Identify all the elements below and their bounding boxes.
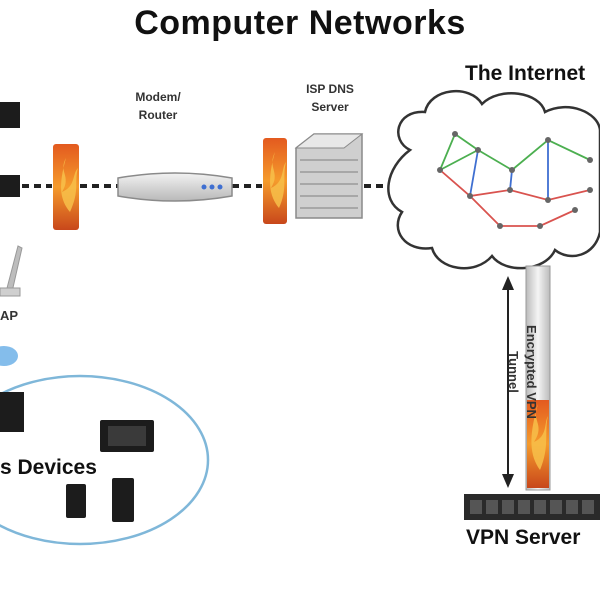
server-rack-icon [294,133,364,219]
device-icon [0,102,20,128]
flame-icon [270,152,286,208]
page-title: Computer Networks [134,4,466,42]
modem-router-label: Modem/ Router [135,90,181,122]
vpn-server-icon [464,494,600,520]
vpn-server-label: VPN Server [466,526,581,549]
access-point-label: AP [0,308,19,323]
tunnel-arrow [502,276,514,488]
firewall-icon [263,138,287,224]
flame-icon [531,404,548,470]
vpn-tunnel-pipe [525,265,551,491]
device-icon [112,478,134,522]
device-icon [0,392,24,432]
device-icon [0,175,20,197]
device-icon [66,484,86,518]
wifi-icon [0,346,18,366]
router-icon [117,172,233,202]
isp-dns-server-label: ISP DNS Server [306,82,354,114]
antenna-icon [0,245,23,297]
devices-label: s Devices [0,456,97,479]
flame-icon [61,158,78,212]
firewall-icon [53,144,79,230]
internet-label: The Internet [465,62,586,85]
cloud-icon [387,90,600,270]
vpn-tunnel-label: Encrypted VPN Tunnel [506,325,539,419]
wireless-zone [0,374,210,546]
device-icon [108,426,146,446]
